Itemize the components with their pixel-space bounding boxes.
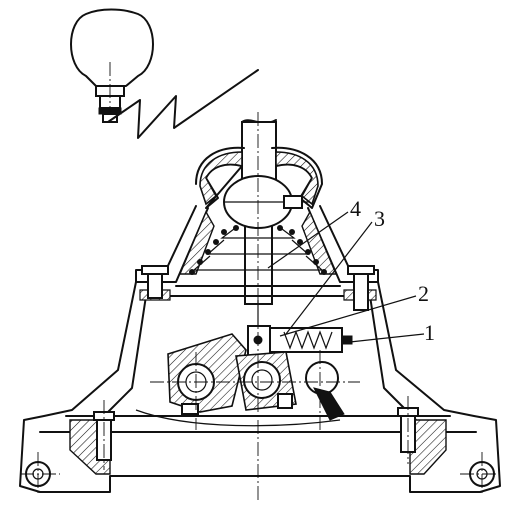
callout-2: 2 (418, 281, 429, 306)
mounting-bolts (93, 265, 419, 461)
leader-2 (279, 295, 417, 337)
callout-3: 3 (374, 206, 385, 231)
break-line (107, 69, 259, 139)
leader-lines (267, 211, 425, 343)
leader-4 (267, 211, 349, 269)
leader-3 (285, 221, 373, 335)
shift-rails (135, 333, 345, 427)
callout-1: 1 (424, 320, 435, 345)
callout-4: 4 (350, 196, 361, 221)
leader-1 (349, 333, 425, 343)
shift-lever-rod (241, 119, 277, 335)
ball-joint (223, 175, 310, 229)
center-lines (20, 62, 500, 500)
dome-cover (195, 146, 323, 209)
